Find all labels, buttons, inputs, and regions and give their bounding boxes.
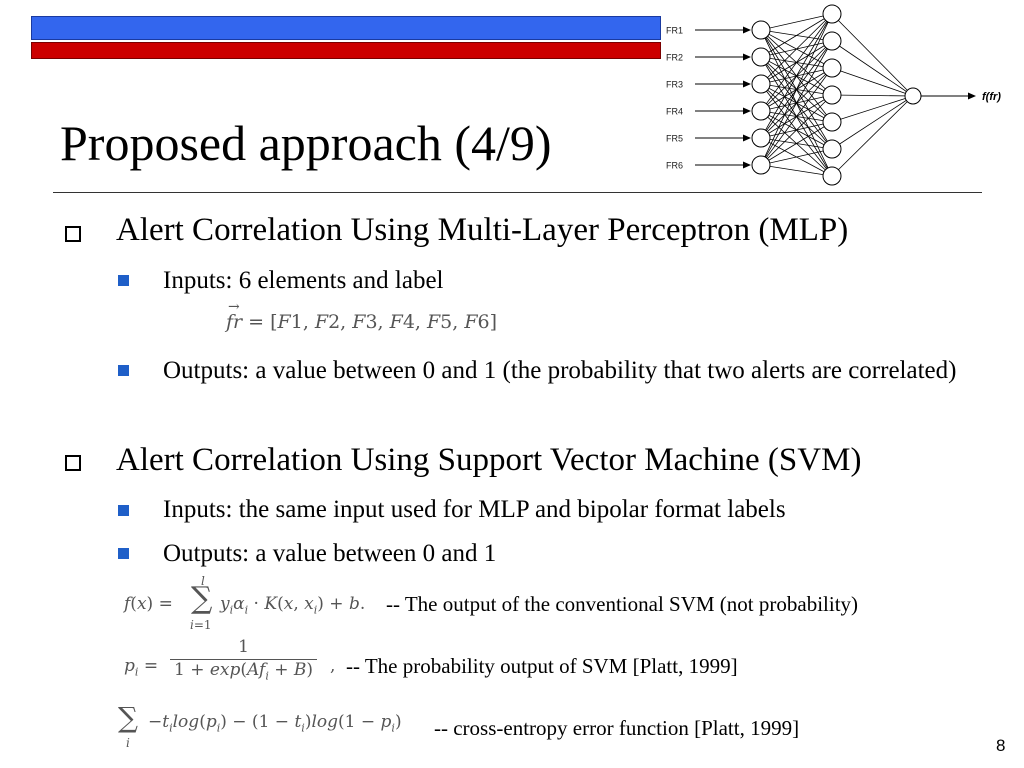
input-label: FR6	[666, 161, 683, 171]
input-arrowhead	[743, 161, 751, 169]
hidden-node	[822, 139, 842, 159]
mlp-outputs-text: Outputs: a value between 0 and 1 (the pr…	[163, 357, 957, 384]
output-label: f(fr)	[982, 91, 1001, 103]
input-node	[751, 20, 771, 40]
network-edge	[760, 94, 833, 166]
input-label: FR4	[666, 107, 683, 117]
network-edge	[760, 164, 833, 177]
network-edge	[760, 67, 833, 166]
network-nodes	[751, 4, 922, 186]
mlp-heading: Alert Correlation Using Multi-Layer Perc…	[116, 212, 849, 248]
output-arrowhead	[968, 92, 976, 100]
input-node	[751, 74, 771, 94]
input-arrowhead	[743, 134, 751, 142]
mlp-inputs-text: Inputs: 6 elements and label	[163, 267, 444, 294]
header-bar-red	[31, 42, 661, 59]
hidden-node	[822, 166, 842, 186]
mlp-input-vector-formula: →fr = [F1, F2, F3, F4, F5, F6]	[226, 299, 498, 333]
title-divider	[53, 192, 982, 193]
bullet-filled-square	[118, 548, 129, 559]
slide-title: Proposed approach (4/9)	[60, 115, 552, 171]
network-edge	[831, 40, 914, 97]
svm-inputs-text: Inputs: the same input used for MLP and …	[163, 496, 786, 523]
input-arrowhead	[743, 107, 751, 115]
network-edge	[760, 40, 833, 166]
svm-output-description: -- The output of the conventional SVM (n…	[386, 592, 859, 616]
hidden-node	[822, 85, 842, 105]
output-node	[904, 87, 922, 105]
bullet-filled-square	[118, 365, 129, 376]
input-node	[751, 47, 771, 67]
input-label: FR3	[666, 80, 683, 90]
hidden-node	[822, 4, 842, 24]
bullet-filled-square	[118, 505, 129, 516]
input-arrowhead	[743, 80, 751, 88]
input-node	[751, 155, 771, 175]
input-arrows	[695, 26, 751, 169]
network-edge	[760, 13, 833, 85]
network-edge	[760, 13, 833, 139]
input-node	[751, 101, 771, 121]
svm-heading: Alert Correlation Using Support Vector M…	[116, 442, 862, 478]
network-edge	[831, 13, 914, 97]
hidden-node	[822, 31, 842, 51]
network-edge	[831, 94, 914, 97]
bullet-filled-square	[118, 275, 129, 286]
network-edge	[760, 121, 833, 166]
input-arrowhead	[743, 26, 751, 34]
svm-outputs-text: Outputs: a value between 0 and 1	[163, 540, 497, 567]
hidden-node	[822, 58, 842, 78]
bullet-hollow-square	[65, 455, 81, 471]
header-bar-blue	[31, 16, 661, 40]
network-edge	[831, 95, 914, 123]
page-number: 8	[996, 736, 1006, 755]
input-label: FR5	[666, 134, 683, 144]
input-label: FR2	[666, 53, 683, 63]
network-edge	[760, 13, 833, 31]
bullet-hollow-square	[65, 226, 81, 242]
network-connections	[760, 13, 914, 177]
network-edge	[831, 95, 914, 177]
network-edge	[831, 67, 914, 97]
network-edge	[760, 13, 833, 58]
network-edge	[760, 148, 833, 166]
cross-entropy-description: -- cross-entropy error function [Platt, …	[434, 716, 800, 740]
network-edge	[760, 13, 833, 112]
hidden-node	[822, 112, 842, 132]
input-arrowhead	[743, 53, 751, 61]
input-label: FR1	[666, 26, 683, 36]
network-edge	[760, 13, 833, 166]
network-edge	[831, 95, 914, 150]
input-node	[751, 128, 771, 148]
svm-probability-description: -- The probability output of SVM [Platt,…	[346, 654, 738, 678]
